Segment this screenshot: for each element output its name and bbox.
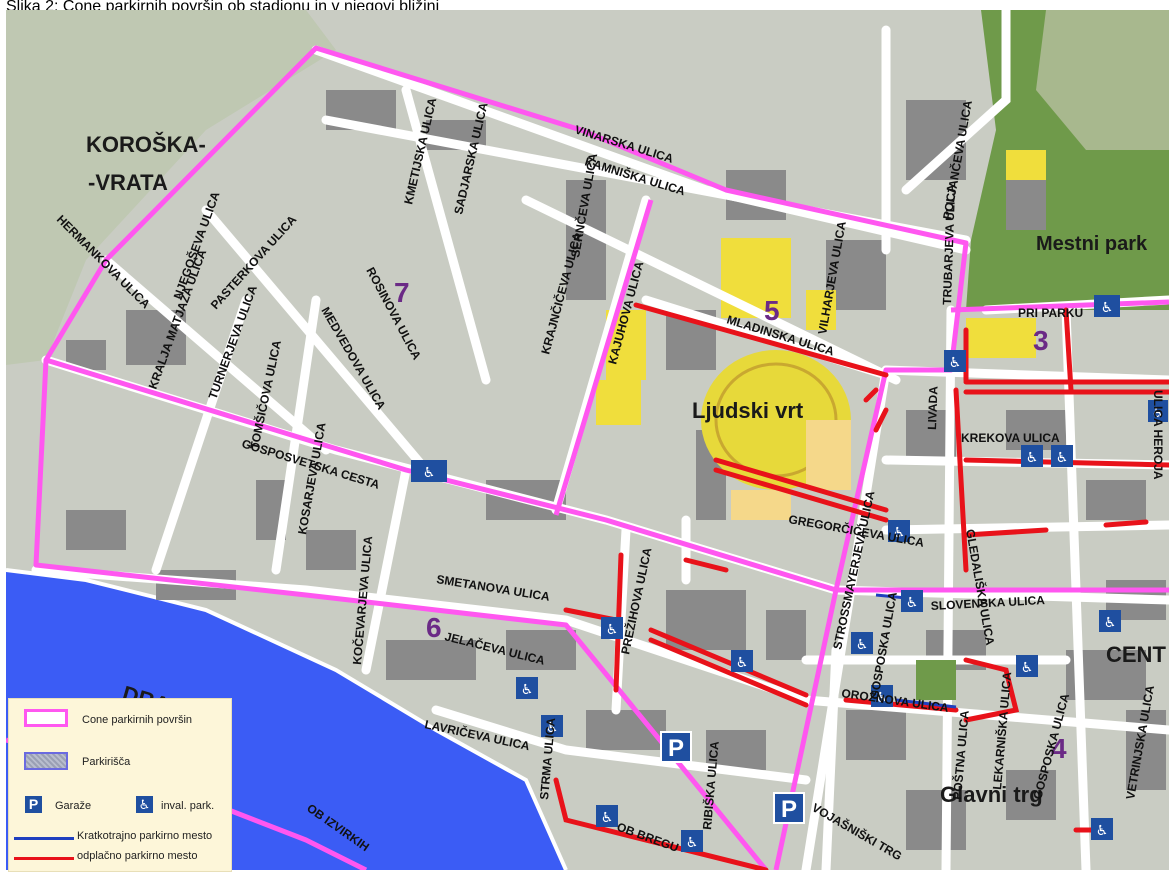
garage-p-label: P xyxy=(668,735,684,762)
park-square xyxy=(916,660,956,700)
legend-label: inval. park. xyxy=(161,800,215,812)
wheelchair-icon: ♿ xyxy=(1021,659,1034,675)
zone-number-4: 4 xyxy=(1051,733,1067,764)
zone-5-west-boundary xyxy=(553,199,654,516)
garage-p-label: P xyxy=(781,796,797,823)
short-term-swatch xyxy=(14,837,74,840)
disabled-badge[interactable]: ♿ xyxy=(901,590,923,612)
garage-icon: P xyxy=(25,796,42,813)
legend-label: Garaže xyxy=(55,800,92,812)
disabled-badge[interactable]: ♿ xyxy=(731,650,753,672)
zone-number-7: 7 xyxy=(394,277,410,308)
wheelchair-icon: ♿ xyxy=(856,636,869,652)
wheelchair-icon: ♿ xyxy=(686,834,699,850)
disabled-badge[interactable]: ♿ xyxy=(596,805,618,827)
hill-contours-area xyxy=(1036,10,1169,150)
parking-lot-swatch xyxy=(24,752,68,770)
area-label: Mestni park xyxy=(1036,233,1148,255)
wheelchair-icon: ♿ xyxy=(1152,404,1165,420)
legend-label: Kratkotrajno parkirno mesto xyxy=(77,830,213,842)
street-label: KREKOVA ULICA xyxy=(961,431,1060,445)
paid-swatch xyxy=(14,857,74,860)
disabled-badge-double[interactable]: ♿ xyxy=(411,460,447,482)
disabled-badge[interactable]: ♿ xyxy=(601,617,623,639)
wheelchair-icon: ♿ xyxy=(1056,449,1069,465)
street-label: SLOVENSKA ULICA xyxy=(930,593,1045,613)
wheelchair-icon: ♿ xyxy=(1096,822,1109,838)
wheelchair-icon: ♿ xyxy=(546,719,559,735)
map-legend: Cone parkirnih površin Parkirišča P Gara… xyxy=(8,698,232,872)
garage-marker-1[interactable]: P xyxy=(660,731,692,763)
legend-row-paid: odplačno parkirno mesto xyxy=(9,847,231,869)
disabled-badge[interactable]: ♿ xyxy=(681,830,703,852)
legend-label: odplačno parkirno mesto xyxy=(77,850,198,862)
area-label: KOROŠKA- xyxy=(86,132,206,157)
legend-label: Cone parkirnih površin xyxy=(82,714,193,726)
area-label: CENT xyxy=(1106,642,1166,667)
wheelchair-icon: ♿ xyxy=(876,689,889,705)
disabled-badge[interactable]: ♿ xyxy=(516,677,538,699)
legend-label: Parkirišča xyxy=(82,756,131,768)
disabled-badge[interactable]: ♿ xyxy=(944,350,966,372)
legend-row-short-term: Kratkotrajno parkirno mesto xyxy=(9,827,231,849)
legend-row-garages: P Garaže ♿ inval. park. xyxy=(9,795,231,817)
legend-row-parking: Parkirišča xyxy=(9,751,231,773)
zone-3-boundary xyxy=(950,299,1169,313)
disabled-parking-badges: ♿ ♿ ♿ ♿ ♿ ♿ ♿ ♿ ♿ ♿ ♿ ♿ ♿ ♿ ♿ ♿ ♿ ♿ ♿ xyxy=(411,295,1168,852)
garage-markers: P P xyxy=(660,731,805,824)
area-label: Ljudski vrt xyxy=(692,398,804,423)
wheelchair-icon: ♿ xyxy=(893,524,906,540)
wheelchair-icon: ♿ xyxy=(736,654,749,670)
disabled-badge[interactable]: ♿ xyxy=(541,715,563,737)
disabled-badge[interactable]: ♿ xyxy=(1148,400,1168,422)
stadium-stand xyxy=(806,420,851,490)
disabled-badge[interactable]: ♿ xyxy=(1016,655,1038,677)
disabled-badge[interactable]: ♿ xyxy=(888,520,910,542)
wheelchair-icon: ♿ xyxy=(949,354,962,370)
disabled-badge[interactable]: ♿ xyxy=(1099,610,1121,632)
disabled-badge[interactable]: ♿ xyxy=(1051,445,1073,467)
area-label: -VRATA xyxy=(88,170,168,195)
garage-marker-2[interactable]: P xyxy=(773,792,805,824)
legend-row-zones: Cone parkirnih površin xyxy=(9,709,231,731)
wheelchair-icon: ♿ xyxy=(606,621,619,637)
zone-number-3: 3 xyxy=(1033,325,1049,356)
hill-area xyxy=(6,10,336,365)
disabled-parking-icon: ♿ xyxy=(136,796,153,813)
street-label: TRUBARJEVA ULICA xyxy=(940,184,958,305)
street-label: LIVADA xyxy=(925,386,941,431)
zone-numbers: 7 5 3 6 4 xyxy=(394,277,1067,764)
disabled-badge[interactable]: ♿ xyxy=(1091,818,1113,840)
river-embankment-road xyxy=(6,568,568,870)
wheelchair-icon: ♿ xyxy=(601,809,614,825)
street-label: PRI PARKU xyxy=(1018,306,1083,320)
stadium-annex xyxy=(731,490,791,520)
wheelchair-icon: ♿ xyxy=(521,681,534,697)
disabled-badge[interactable]: ♿ xyxy=(851,632,873,654)
area-label: Glavni trg xyxy=(940,782,1043,807)
wheelchair-icon: ♿ xyxy=(423,464,436,480)
street-label: ULICA HEROJA xyxy=(1151,390,1165,480)
wheelchair-icon: ♿ xyxy=(1026,449,1039,465)
wheelchair-icon: ♿ xyxy=(1104,614,1117,630)
disabled-badge[interactable]: ♿ xyxy=(871,685,893,707)
zone-number-6: 6 xyxy=(426,612,442,643)
wheelchair-icon: ♿ xyxy=(1101,299,1114,315)
zone-6-boundary xyxy=(33,359,768,870)
parking-zone-boundaries xyxy=(6,45,1169,870)
zone-7-boundary xyxy=(43,45,969,593)
disabled-badge[interactable]: ♿ xyxy=(1094,295,1120,317)
zone-number-5: 5 xyxy=(764,295,780,326)
area-labels: KOROŠKA- -VRATA Mestni park Ljudski vrt … xyxy=(86,132,1166,807)
wheelchair-icon: ♿ xyxy=(906,594,919,610)
zone-swatch xyxy=(24,709,68,727)
disabled-badge[interactable]: ♿ xyxy=(1021,445,1043,467)
